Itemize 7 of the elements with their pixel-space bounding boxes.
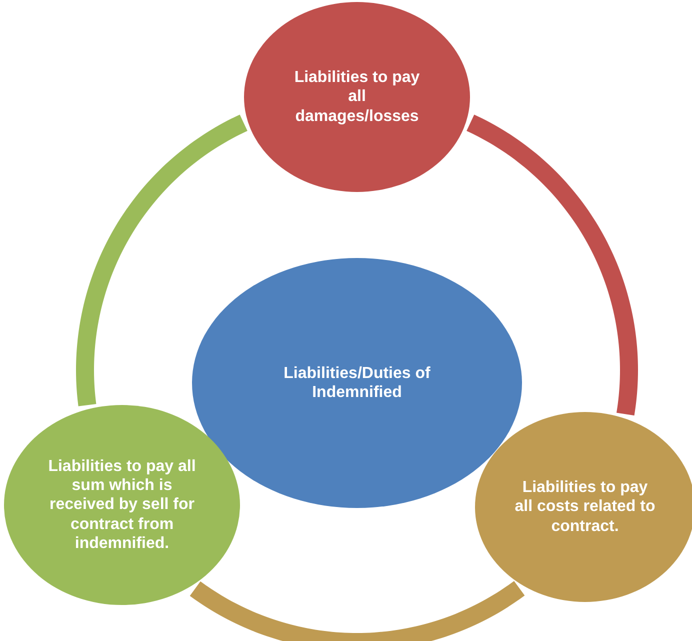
node-label: Liabilities to pay all sum which is received by sell for contract from indemnified. <box>47 457 197 553</box>
ring-arc-connector <box>76 114 248 406</box>
node-label: Liabilities/Duties of Indemnified <box>282 364 432 402</box>
ring-arc-connector <box>466 114 638 416</box>
ring-arc-connector <box>190 580 525 641</box>
node-label: Liabilities to pay all damages/losses <box>294 68 420 126</box>
node-label: Liabilities to pay all costs related to contract. <box>514 478 656 536</box>
